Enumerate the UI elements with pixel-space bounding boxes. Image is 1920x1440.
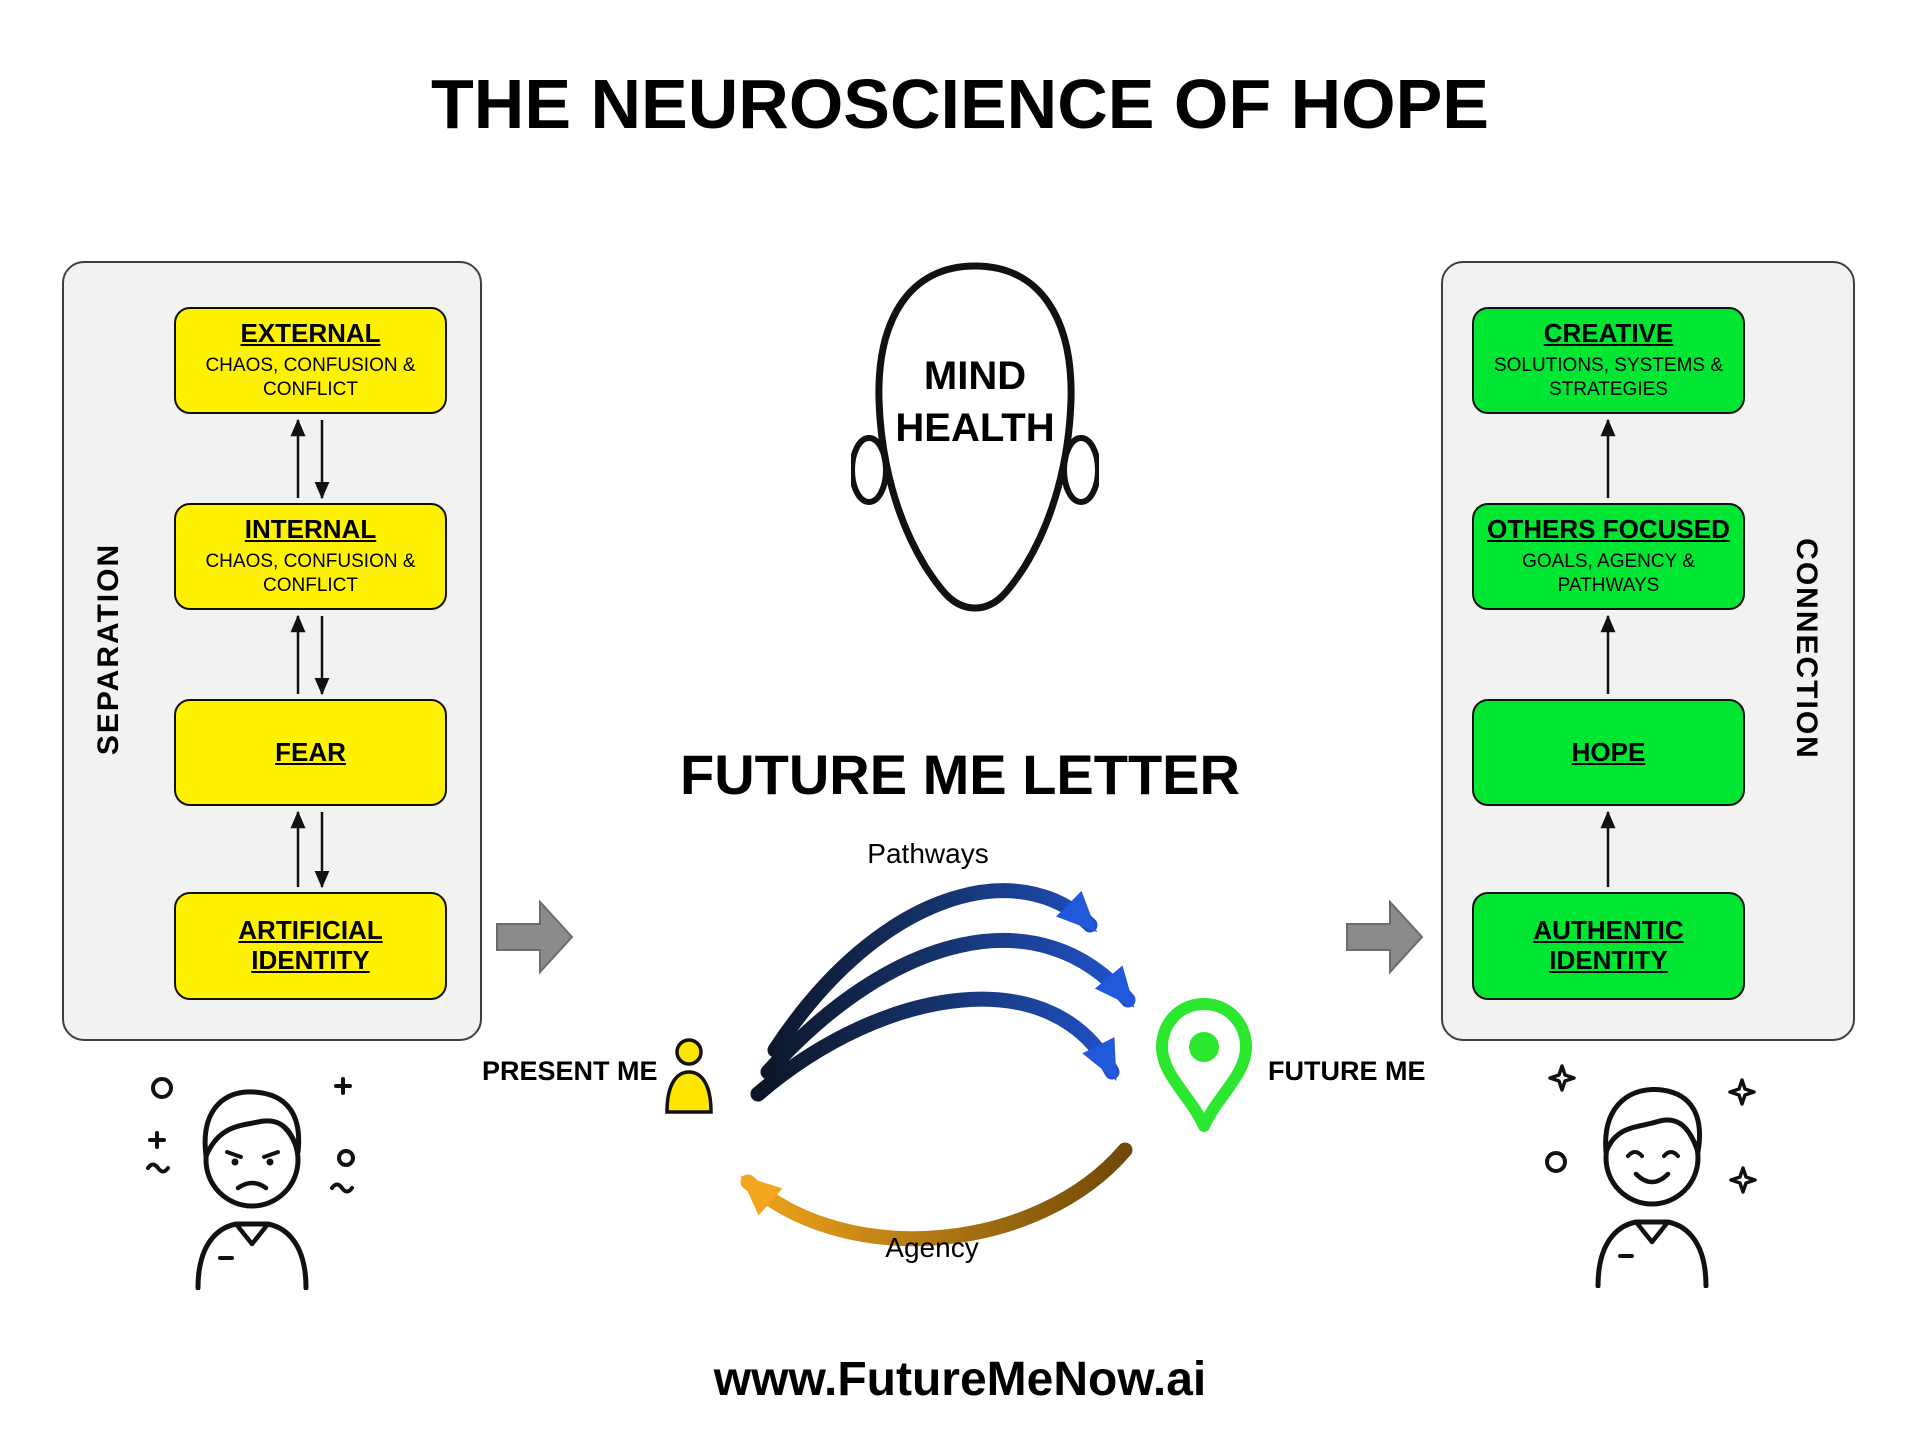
- others-focused-box-title: OTHERS FOCUSED: [1487, 514, 1730, 545]
- artificial-identity-box-title: ARTIFICIAL IDENTITY: [238, 915, 383, 975]
- others-focused-box: OTHERS FOCUSED GOALS, AGENCY & PATHWAYS: [1472, 503, 1745, 610]
- gray-transition-arrows: [496, 899, 1424, 975]
- pathways-label: Pathways: [867, 838, 989, 869]
- page-title: THE NEUROSCIENCE OF HOPE: [431, 65, 1489, 143]
- internal-box: INTERNAL CHAOS, CONFUSION & CONFLICT: [174, 503, 447, 610]
- internal-box-title: INTERNAL: [244, 514, 377, 545]
- others-focused-box-subtitle: GOALS, AGENCY & PATHWAYS: [1522, 551, 1695, 596]
- authentic-identity-box: AUTHENTIC IDENTITY: [1472, 892, 1745, 1000]
- hope-box: HOPE: [1472, 699, 1745, 806]
- creative-box: CREATIVE SOLUTIONS, SYSTEMS & STRATEGIES: [1472, 307, 1745, 414]
- future-me-pin-icon: [1156, 998, 1252, 1132]
- future-me-letter-heading: FUTURE ME LETTER: [680, 743, 1240, 806]
- connection-label: CONNECTION: [1790, 538, 1823, 760]
- external-box: EXTERNAL CHAOS, CONFUSION & CONFLICT: [174, 307, 447, 414]
- authentic-identity-box-title: AUTHENTIC IDENTITY: [1533, 915, 1684, 975]
- head-outline-icon: [851, 262, 1099, 612]
- sad-person-illustration: [146, 1077, 355, 1290]
- hope-box-title: HOPE: [1571, 736, 1646, 767]
- separation-label: SEPARATION: [92, 542, 125, 756]
- mind-health-label: MIND HEALTH: [895, 354, 1055, 450]
- fear-box: FEAR: [174, 699, 447, 806]
- present-me-label: PRESENT ME: [482, 1056, 658, 1086]
- creative-box-subtitle: SOLUTIONS, SYSTEMS & STRATEGIES: [1493, 355, 1724, 400]
- future-me-label: FUTURE ME: [1268, 1056, 1426, 1086]
- creative-box-title: CREATIVE: [1543, 318, 1674, 349]
- internal-box-subtitle: CHAOS, CONFUSION & CONFLICT: [205, 551, 416, 596]
- website-url: www.FutureMeNow.ai: [713, 1353, 1207, 1406]
- agency-arrow: [740, 1142, 1133, 1247]
- external-box-subtitle: CHAOS, CONFUSION & CONFLICT: [205, 355, 416, 400]
- agency-label: Agency: [885, 1232, 979, 1263]
- present-me-person-icon: [665, 1038, 713, 1114]
- external-box-title: EXTERNAL: [240, 318, 381, 349]
- happy-person-illustration: [1545, 1064, 1757, 1288]
- pathways-arrows: [750, 883, 1136, 1102]
- artificial-identity-box: ARTIFICIAL IDENTITY: [174, 892, 447, 1000]
- fear-box-title: FEAR: [275, 736, 346, 767]
